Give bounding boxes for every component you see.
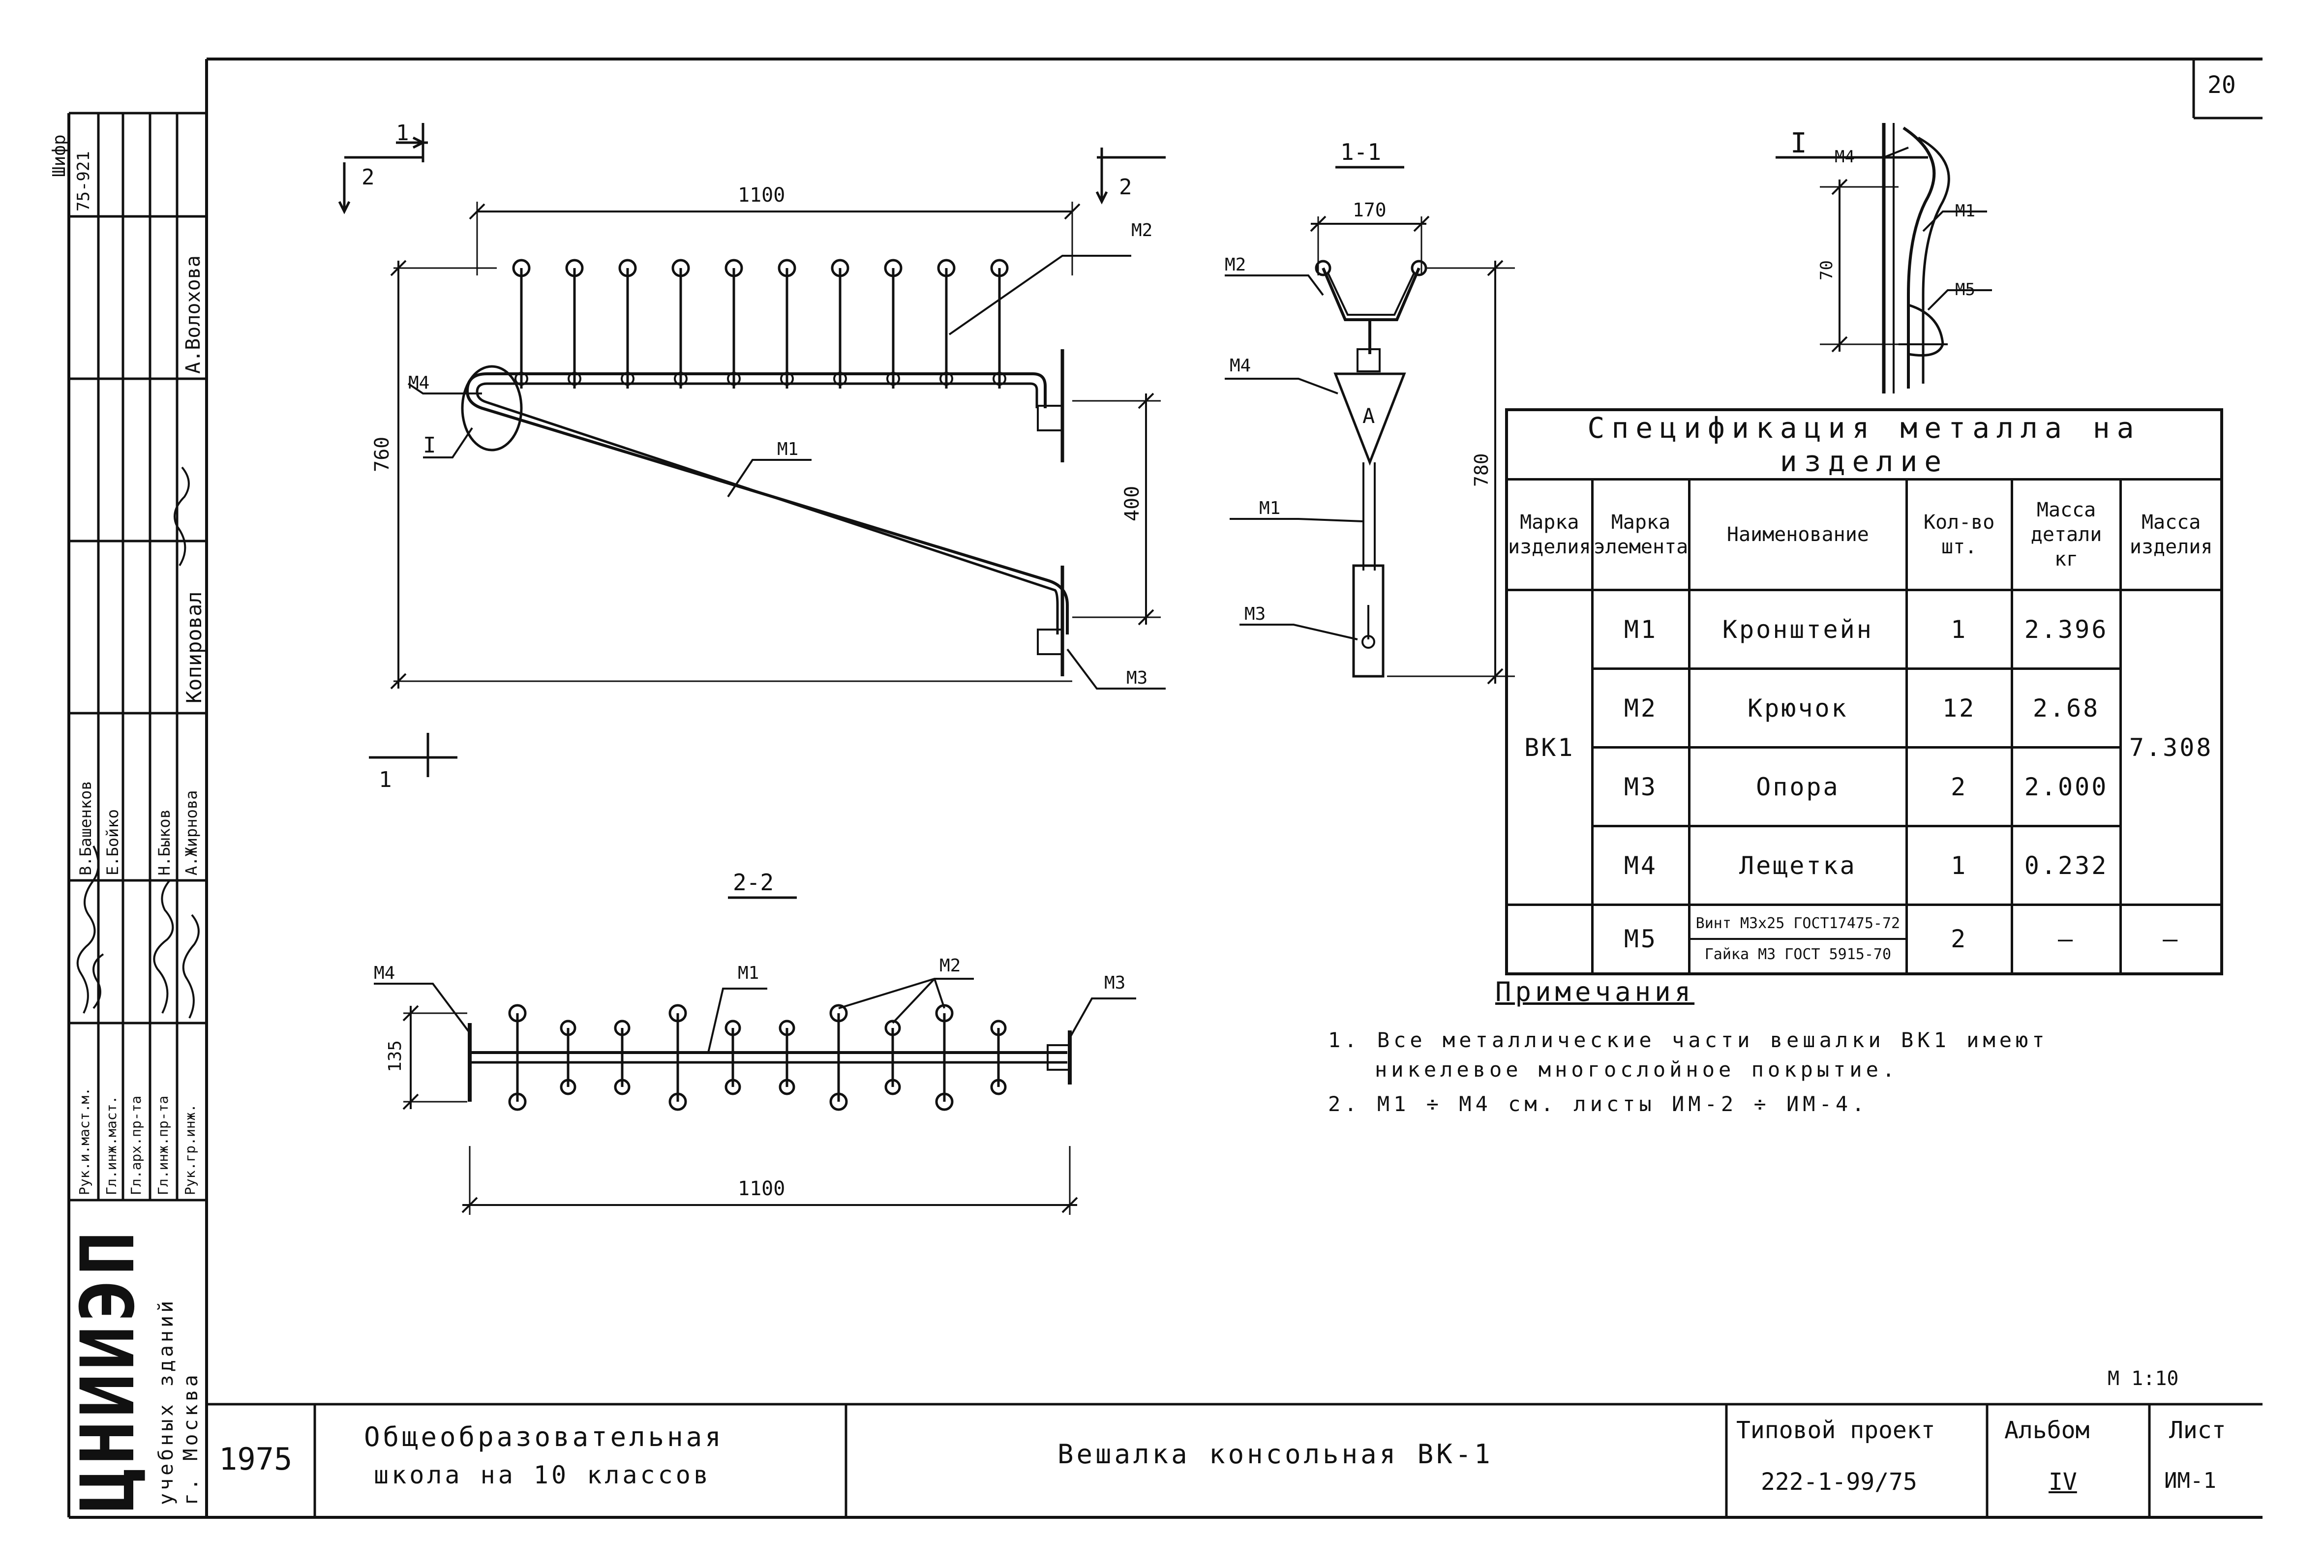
org-line-2: г. Москва xyxy=(180,1372,202,1505)
header-mass-part: Масса детали кг xyxy=(2010,478,2122,591)
product-title: Вешалка консольная ВК-1 xyxy=(1057,1439,1493,1470)
section-mark-2-left: 2 xyxy=(362,165,375,190)
section-1-1: 1-1 170 780 А М2 М4 М1 М3 xyxy=(1225,139,1515,685)
cell-name: Опора xyxy=(1688,746,1908,827)
detail-i-dim: 70 xyxy=(1817,260,1837,280)
label-m1-detail: М1 xyxy=(1955,201,1975,221)
label-m2-main: М2 xyxy=(1131,220,1152,241)
section-1-1-width-dim: 170 xyxy=(1353,199,1387,221)
header-mark-product: Марка изделия xyxy=(1505,478,1594,591)
table-row: М5 Винт М3х25 ГОСТ17475-72 Гайка М3 ГОСТ… xyxy=(1505,904,2223,975)
label-m1-sec11: М1 xyxy=(1259,498,1280,518)
section-mark-1-top: 1 xyxy=(396,121,409,146)
spec-table: Спецификация металла на изделие Марка из… xyxy=(1505,408,2223,975)
project-label: Типовой проект xyxy=(1736,1417,1935,1444)
section-mark-2-right: 2 xyxy=(1119,175,1132,200)
hardware-line-2: Гайка М3 ГОСТ 5915-70 xyxy=(1704,946,1892,964)
section-mark-1-bottom: 1 xyxy=(379,767,392,792)
cell-qty: 12 xyxy=(1905,667,2013,749)
scale-label: М 1:10 xyxy=(2108,1367,2179,1390)
album-value: IV xyxy=(2049,1468,2077,1496)
hardware-line-1: Винт М3х25 ГОСТ17475-72 xyxy=(1690,909,1905,940)
cell-product-mass-m5: — xyxy=(2119,904,2223,975)
label-m4-sec11: М4 xyxy=(1230,356,1251,376)
cell-qty: 1 xyxy=(1905,589,2013,670)
label-m4-sec22: М4 xyxy=(374,963,395,983)
cell-mass: 2.68 xyxy=(2010,667,2122,749)
album-label: Альбом xyxy=(2004,1417,2090,1444)
table-row: М4 Лещетка 1 0.232 xyxy=(1507,825,2222,906)
section-1-1-height-dim: 780 xyxy=(1471,453,1492,487)
org-logo: ЦНИИЭП xyxy=(65,1228,151,1512)
spec-title: Спецификация металла на изделие xyxy=(1505,408,2223,481)
section-2-2-title: 2-2 xyxy=(733,869,774,896)
cell-qty: 2 xyxy=(1905,746,2013,827)
note-line-1: 1. Все металлические части вешалки ВК1 и… xyxy=(1328,1028,2049,1052)
label-m1-main: М1 xyxy=(777,439,798,459)
school-line-1: Общеобразовательная xyxy=(364,1421,724,1452)
main-top-dim: 1100 xyxy=(738,184,785,207)
section-1-1-title: 1-1 xyxy=(1340,139,1381,165)
cell-qty: 1 xyxy=(1905,825,2013,906)
cell-name: Лещетка xyxy=(1688,825,1908,906)
detail-i: I 70 М4 М1 М5 xyxy=(1776,123,1992,393)
school-line-2: школа на 10 классов xyxy=(374,1461,711,1489)
sheet-label: Лист xyxy=(2169,1417,2226,1444)
label-m3-main: М3 xyxy=(1126,668,1147,688)
main-height-dim: 760 xyxy=(371,437,393,472)
cell-empty xyxy=(1505,904,1594,975)
sheet-value: ИМ-1 xyxy=(2164,1468,2216,1493)
note-line-2: никелевое многослойное покрытие. xyxy=(1375,1057,1899,1082)
cell-element: М5 xyxy=(1591,904,1691,975)
label-m4-main: М4 xyxy=(408,373,429,393)
cell-product-mass: 7.308 xyxy=(2119,589,2223,906)
cell-mass: 0.232 xyxy=(2010,825,2122,906)
header-mass-product: Масса изделия xyxy=(2119,478,2223,591)
table-row: М3 Опора 2 2.000 xyxy=(1507,746,2222,827)
header-name: Наименование xyxy=(1688,478,1908,591)
cell-name: Крючок xyxy=(1688,667,1908,749)
notes-title: Примечания xyxy=(1495,976,1695,1007)
section-2-2: 2-2 135 1100 М4 М1 М2 М3 xyxy=(374,869,1136,1215)
year: 1975 xyxy=(219,1441,293,1477)
cell-element: М4 xyxy=(1591,825,1691,906)
cell-mass: 2.000 xyxy=(2010,746,2122,827)
section-1-1-node: А xyxy=(1362,404,1375,428)
note-line-3: 2. М1 ÷ М4 см. листы ИМ-2 ÷ ИМ-4. xyxy=(1328,1092,1869,1116)
cell-mass: — xyxy=(2010,904,2122,975)
detail-mark-i: I xyxy=(423,433,436,458)
label-m3-sec22: М3 xyxy=(1104,973,1125,993)
project-number: 222-1-99/75 xyxy=(1761,1468,1917,1496)
main-view: 1100 760 400 1 2 2 1 I М4 М1 М2 М3 xyxy=(338,121,1166,792)
cell-product-mark: ВК1 xyxy=(1505,589,1594,906)
label-m5-detail: М5 xyxy=(1955,280,1975,300)
label-m3-sec11: М3 xyxy=(1244,604,1266,624)
section-2-2-length-dim: 1100 xyxy=(738,1177,785,1200)
sheet-number: 20 xyxy=(2207,71,2236,99)
cell-name: Кронштейн xyxy=(1688,589,1908,670)
table-row: М2 Крючок 12 2.68 xyxy=(1507,667,2222,749)
label-m1-sec22: М1 xyxy=(738,963,759,983)
label-m2-sec22: М2 xyxy=(939,956,961,976)
cell-name-hardware: Винт М3х25 ГОСТ17475-72 Гайка М3 ГОСТ 59… xyxy=(1688,904,1908,975)
header-qty: Кол-во шт. xyxy=(1905,478,2013,591)
label-m2-sec11: М2 xyxy=(1225,255,1246,275)
header-mark-element: Марка элемента xyxy=(1591,478,1691,591)
cell-element: М3 xyxy=(1591,746,1691,827)
org-line-1: учебных зданий xyxy=(155,1297,178,1505)
cell-qty: 2 xyxy=(1905,904,2013,975)
main-mid-dim: 400 xyxy=(1121,486,1144,521)
cell-mass: 2.396 xyxy=(2010,589,2122,670)
section-2-2-height-dim: 135 xyxy=(385,1040,405,1072)
table-row: ВК1 М1 Кронштейн 1 2.396 7.308 xyxy=(1505,589,2223,906)
label-m4-detail: М4 xyxy=(1835,147,1855,167)
cell-element: М1 xyxy=(1591,589,1691,670)
detail-i-title: I xyxy=(1790,127,1807,159)
cell-element: М2 xyxy=(1591,667,1691,749)
